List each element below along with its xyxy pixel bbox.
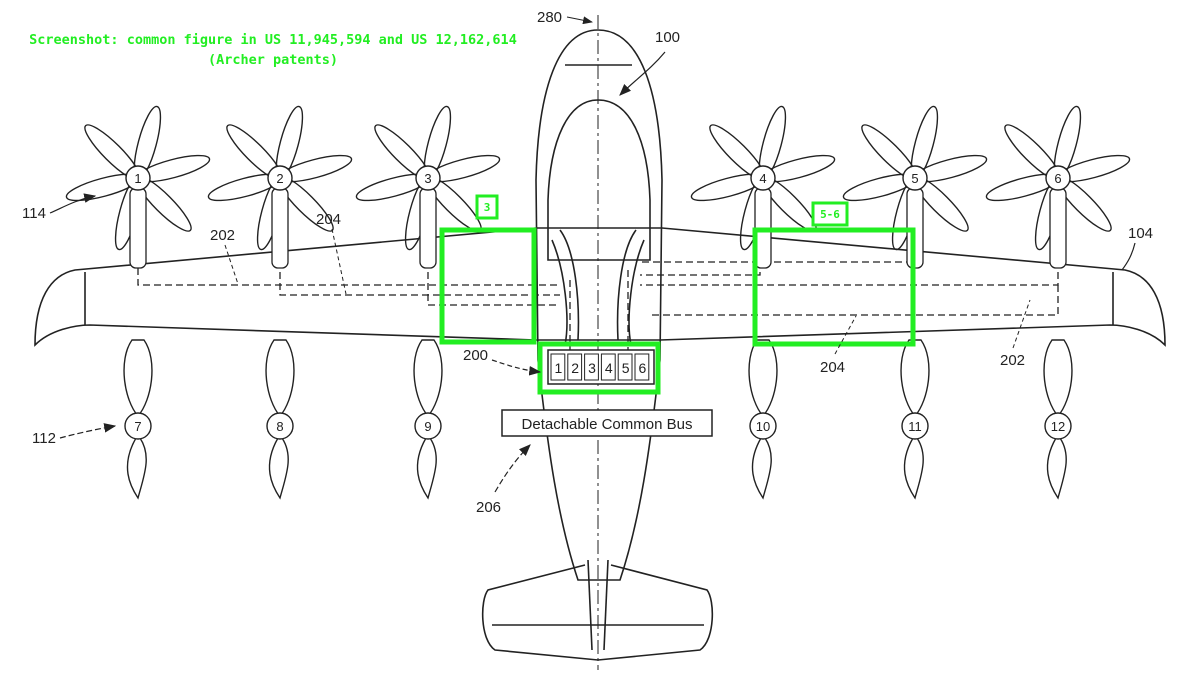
label-204-left: 204 [316, 211, 341, 228]
highlight-right-wing [752, 227, 916, 347]
detachable-common-bus: Detachable Common Bus [501, 409, 713, 437]
lift-prop-1: 1 [65, 105, 211, 269]
connector-slot-2: 2 [567, 353, 583, 381]
label-112: 112 [32, 430, 56, 447]
label-280: 280 [537, 9, 562, 26]
tilt-prop-10: 10 [748, 339, 778, 500]
tilt-prop-9: 9 [413, 339, 443, 500]
caption-line-2: (Archer patents) [207, 52, 339, 68]
slot-number: 2 [571, 360, 579, 376]
highlight-tags: 3 5-6 [475, 194, 849, 227]
tilt-prop-number: 7 [134, 419, 141, 434]
lift-prop-number: 1 [134, 171, 141, 186]
tail [481, 559, 714, 661]
lift-prop-number: 4 [759, 171, 766, 186]
wing [34, 227, 1166, 347]
slot-number: 4 [605, 360, 613, 376]
lift-prop-number: 6 [1054, 171, 1061, 186]
label-206: 206 [476, 499, 501, 516]
tag-left: 3 [484, 201, 491, 214]
tilt-prop-number: 11 [908, 419, 922, 434]
tilt-prop-11: 11 [900, 339, 930, 500]
bus-label: Detachable Common Bus [522, 416, 693, 433]
label-202-right: 202 [1000, 352, 1025, 369]
tilt-prop-8: 8 [265, 339, 295, 500]
lift-prop-4: 4 [690, 105, 836, 269]
label-200: 200 [463, 347, 488, 364]
label-104: 104 [1128, 225, 1153, 242]
reference-numerals: 280 100 114 202 204 104 200 204 202 112 … [22, 9, 1153, 516]
fuselage [535, 29, 663, 581]
tilt-prop-number: 8 [276, 419, 283, 434]
connector-slot-5: 5 [617, 353, 633, 381]
lift-prop-number: 3 [424, 171, 431, 186]
lift-prop-number: 2 [276, 171, 283, 186]
label-204-right: 204 [820, 359, 845, 376]
connector-slot-6: 6 [634, 353, 650, 381]
slot-number: 5 [622, 360, 630, 376]
tilt-prop-number: 9 [424, 419, 431, 434]
slot-number: 3 [588, 360, 596, 376]
label-202-left: 202 [210, 227, 235, 244]
label-100: 100 [655, 29, 680, 46]
lift-prop-number: 5 [911, 171, 918, 186]
tilt-prop-7: 7 [123, 339, 153, 500]
lift-prop-2: 2 [207, 105, 353, 269]
highlight-left-wing [439, 227, 537, 345]
slot-number: 1 [555, 360, 563, 376]
tilt-prop-12: 12 [1043, 339, 1073, 500]
tilt-prop-number: 10 [756, 419, 770, 434]
lift-prop-6: 6 [985, 105, 1131, 269]
connector-slot-4: 4 [600, 353, 616, 381]
connector-slot-3: 3 [584, 353, 599, 381]
tilt-prop-number: 12 [1051, 419, 1065, 434]
caption-line-1: Screenshot: common figure in US 11,945,5… [29, 32, 517, 48]
connector-slot-1: 1 [550, 353, 566, 381]
label-114: 114 [22, 205, 46, 222]
slot-number: 6 [639, 360, 647, 376]
tag-right: 5-6 [820, 208, 840, 221]
lift-prop-3: 3 [355, 105, 501, 269]
